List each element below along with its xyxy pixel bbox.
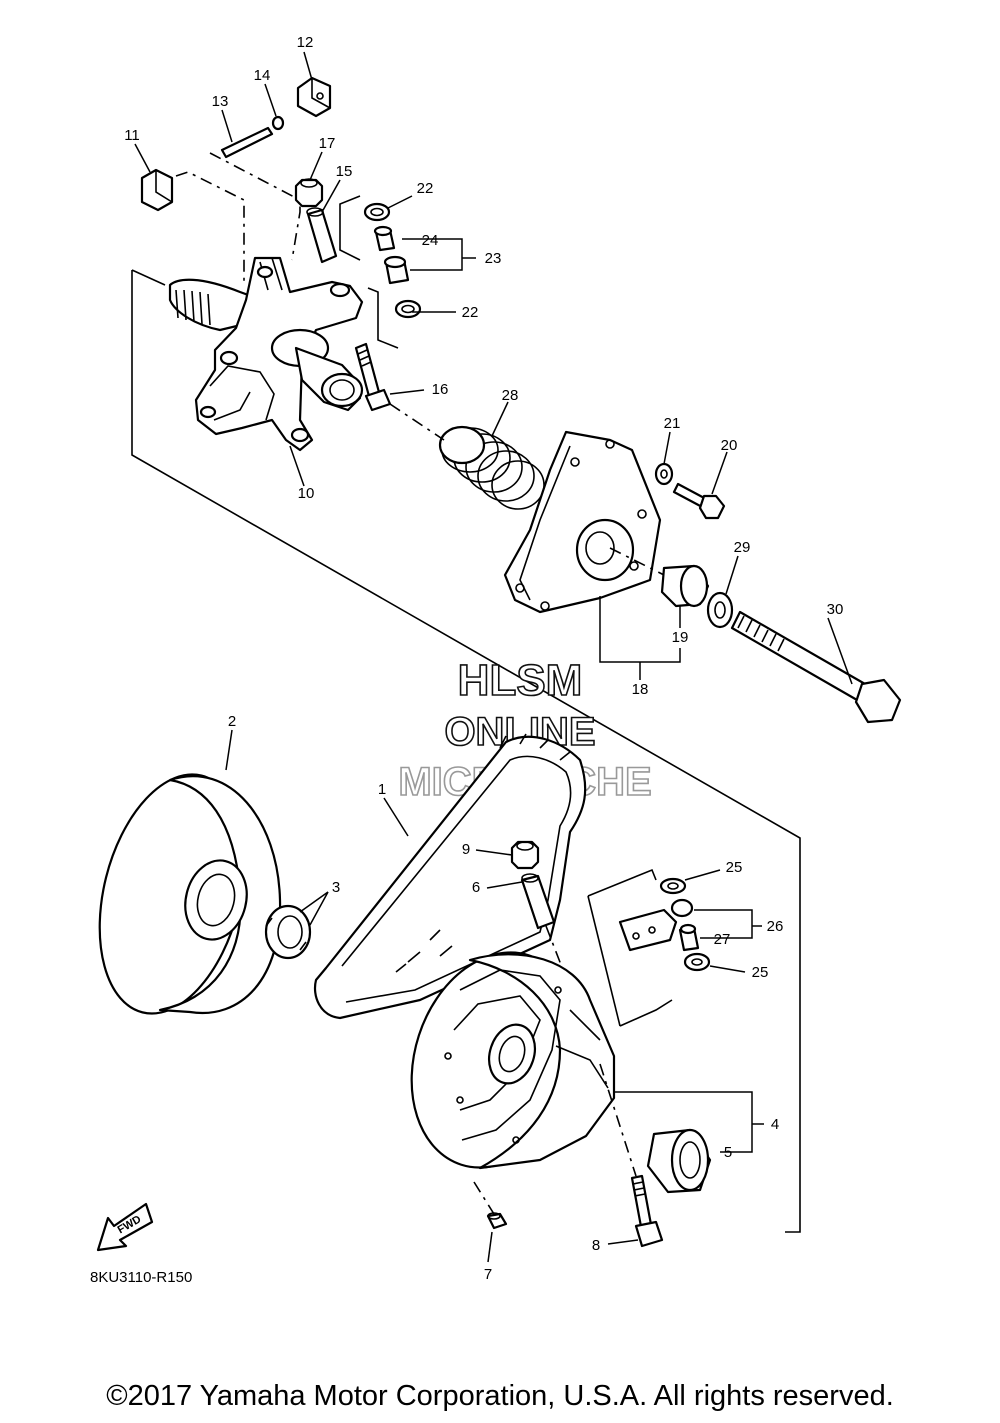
part-29-washer bbox=[706, 591, 734, 629]
part-11-block bbox=[140, 168, 174, 212]
callout-7: 7 bbox=[484, 1266, 492, 1283]
part-14-ring bbox=[271, 115, 285, 131]
part-2-sheave bbox=[98, 773, 282, 1015]
part-20-bolt bbox=[672, 482, 726, 520]
part-12-block bbox=[296, 76, 332, 118]
callout-17: 17 bbox=[319, 135, 336, 152]
callout-8: 8 bbox=[592, 1237, 600, 1254]
callout-3: 3 bbox=[332, 879, 340, 896]
callout-18: 18 bbox=[632, 681, 649, 698]
callout-6: 6 bbox=[472, 879, 480, 896]
callout-10: 10 bbox=[298, 485, 315, 502]
callout-12: 12 bbox=[297, 34, 314, 51]
callout-22-top: 22 bbox=[417, 180, 434, 197]
callout-20: 20 bbox=[721, 437, 738, 454]
part-21-washer bbox=[654, 462, 674, 486]
part-6-sleeve bbox=[520, 873, 556, 930]
callout-25-top: 25 bbox=[726, 859, 743, 876]
callout-16: 16 bbox=[432, 381, 449, 398]
callout-numbers: 12 14 13 11 17 15 22 24 23 22 16 28 21 2… bbox=[124, 34, 843, 1283]
callout-13: 13 bbox=[212, 93, 229, 110]
part-9-collar bbox=[510, 840, 540, 870]
drawing-code: 8KU3110-R150 bbox=[90, 1269, 193, 1286]
callout-24: 24 bbox=[422, 232, 439, 249]
callout-22-bottom: 22 bbox=[462, 304, 479, 321]
part-19-bushing bbox=[660, 564, 710, 608]
part-7-pin bbox=[486, 1212, 508, 1230]
part-8-bolt bbox=[630, 1174, 664, 1248]
callout-5: 5 bbox=[724, 1144, 732, 1161]
part-1-belt bbox=[313, 733, 587, 1020]
leader-lines bbox=[134, 51, 853, 1263]
part-13-pin bbox=[220, 126, 274, 159]
watermark-line1: HLSM bbox=[458, 656, 583, 705]
callout-27: 27 bbox=[714, 931, 731, 948]
part-30-bolt bbox=[730, 610, 902, 724]
callout-19: 19 bbox=[672, 629, 689, 646]
part-16-bolt bbox=[354, 342, 392, 412]
part-3-bushing bbox=[264, 904, 312, 960]
callout-23: 23 bbox=[485, 250, 502, 267]
callout-14: 14 bbox=[254, 67, 271, 84]
part-10-housing bbox=[168, 256, 364, 452]
callout-30: 30 bbox=[827, 601, 844, 618]
copyright-notice: ©2017 Yamaha Motor Corporation, U.S.A. A… bbox=[106, 1380, 894, 1412]
part-15-sleeve bbox=[306, 207, 338, 264]
callout-4: 4 bbox=[771, 1116, 779, 1133]
parts-25-26-27-group bbox=[587, 868, 711, 1027]
callout-26: 26 bbox=[767, 918, 784, 935]
part-28-spring bbox=[438, 425, 545, 510]
parts-22-24-group bbox=[339, 195, 422, 349]
fwd-arrow-icon: FWD bbox=[96, 1202, 154, 1252]
callout-15: 15 bbox=[336, 163, 353, 180]
callout-9: 9 bbox=[462, 841, 470, 858]
callout-29: 29 bbox=[734, 539, 751, 556]
callout-11: 11 bbox=[124, 127, 140, 144]
callout-21: 21 bbox=[664, 415, 681, 432]
assembly-outline bbox=[131, 269, 801, 1233]
callout-28: 28 bbox=[502, 387, 519, 404]
part-18-cover bbox=[503, 430, 662, 614]
part-5-bearing bbox=[646, 1128, 712, 1194]
part-17-nut bbox=[294, 178, 324, 208]
callout-1: 1 bbox=[378, 781, 386, 798]
part-4-sheave bbox=[410, 951, 616, 1170]
callout-2: 2 bbox=[228, 713, 236, 730]
callout-25-bottom: 25 bbox=[752, 964, 769, 981]
